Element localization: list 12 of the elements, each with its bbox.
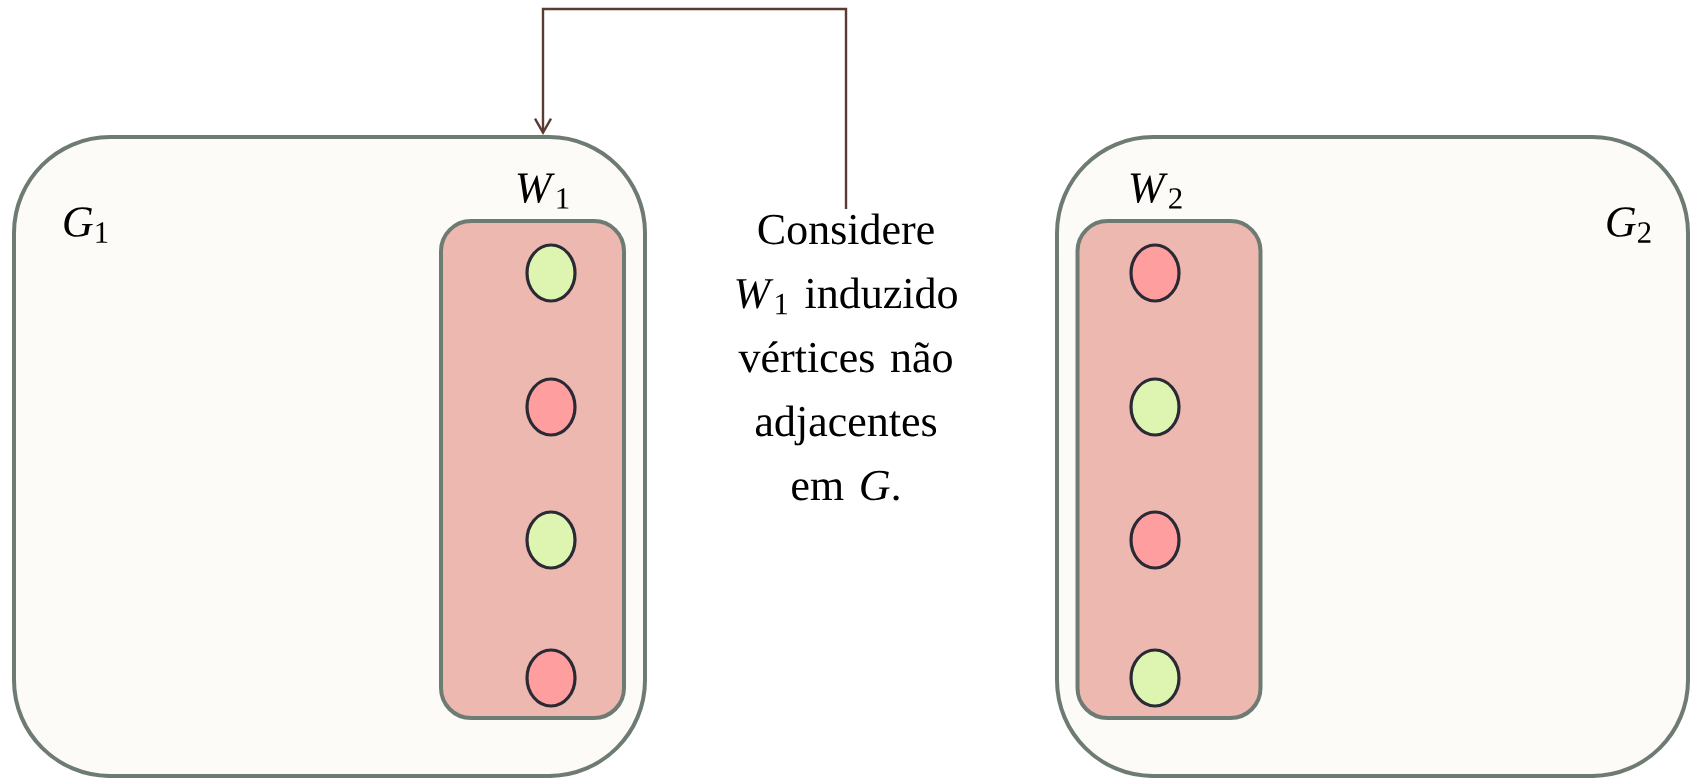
node-label: W$_{2}$ bbox=[1130, 173, 1182, 209]
vertex-circle bbox=[1129, 243, 1181, 303]
vertex-circle bbox=[525, 243, 577, 303]
node-label: W$_{1}$ bbox=[517, 173, 569, 209]
arrow bbox=[533, 7, 848, 210]
annotation-text: Considere W$_{1}$ induzido vértices não adjacentes em G. bbox=[736, 213, 957, 501]
vertex-circle bbox=[525, 377, 577, 437]
vertex-circle bbox=[1129, 510, 1181, 570]
vertex-circle bbox=[1129, 648, 1181, 708]
vertex-circle bbox=[525, 648, 577, 708]
vertex-circle bbox=[1129, 377, 1181, 437]
vertex-circle bbox=[525, 510, 577, 570]
